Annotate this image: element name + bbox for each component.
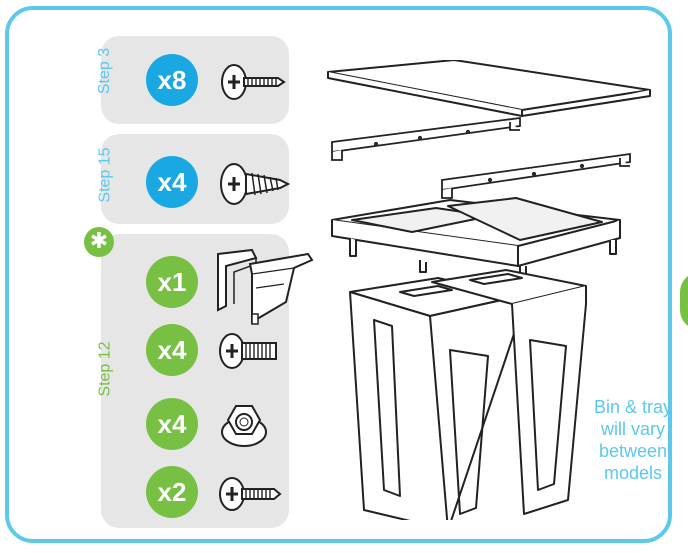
cover-lid	[328, 60, 650, 116]
pan-head-screw-small-icon	[214, 470, 294, 520]
step12-qty-badge-2: x4	[146, 324, 198, 376]
note-line-3: between	[588, 440, 678, 462]
machine-screw-icon	[214, 326, 284, 376]
step12-label: Step 12	[97, 341, 115, 396]
note-line-2: will vary	[588, 418, 678, 440]
optional-asterisk-icon: ✱	[84, 227, 114, 257]
rail-left	[332, 118, 520, 160]
bracket-clip-icon	[212, 244, 322, 334]
step3-qty-badge: x8	[146, 54, 198, 106]
step12-qty-badge-3: x4	[146, 398, 198, 450]
pan-head-screw-icon	[214, 56, 294, 108]
step15-qty-badge: x4	[146, 156, 198, 208]
step12-qty-badge-4: x2	[146, 466, 198, 518]
step12-qty-badge-1: x1	[146, 256, 198, 308]
step3-label: Step 3	[96, 48, 114, 94]
bin-tray-note: Bin & tray will vary between models	[588, 396, 678, 484]
note-line-4: models	[588, 462, 678, 484]
flange-nut-icon	[216, 398, 276, 450]
side-tab	[680, 272, 688, 330]
bin-left	[350, 278, 520, 520]
tray	[332, 198, 620, 280]
step15-label: Step 15	[97, 147, 115, 202]
rail-right	[442, 154, 630, 198]
note-line-1: Bin & tray	[588, 396, 678, 418]
wood-screw-icon	[214, 150, 294, 212]
